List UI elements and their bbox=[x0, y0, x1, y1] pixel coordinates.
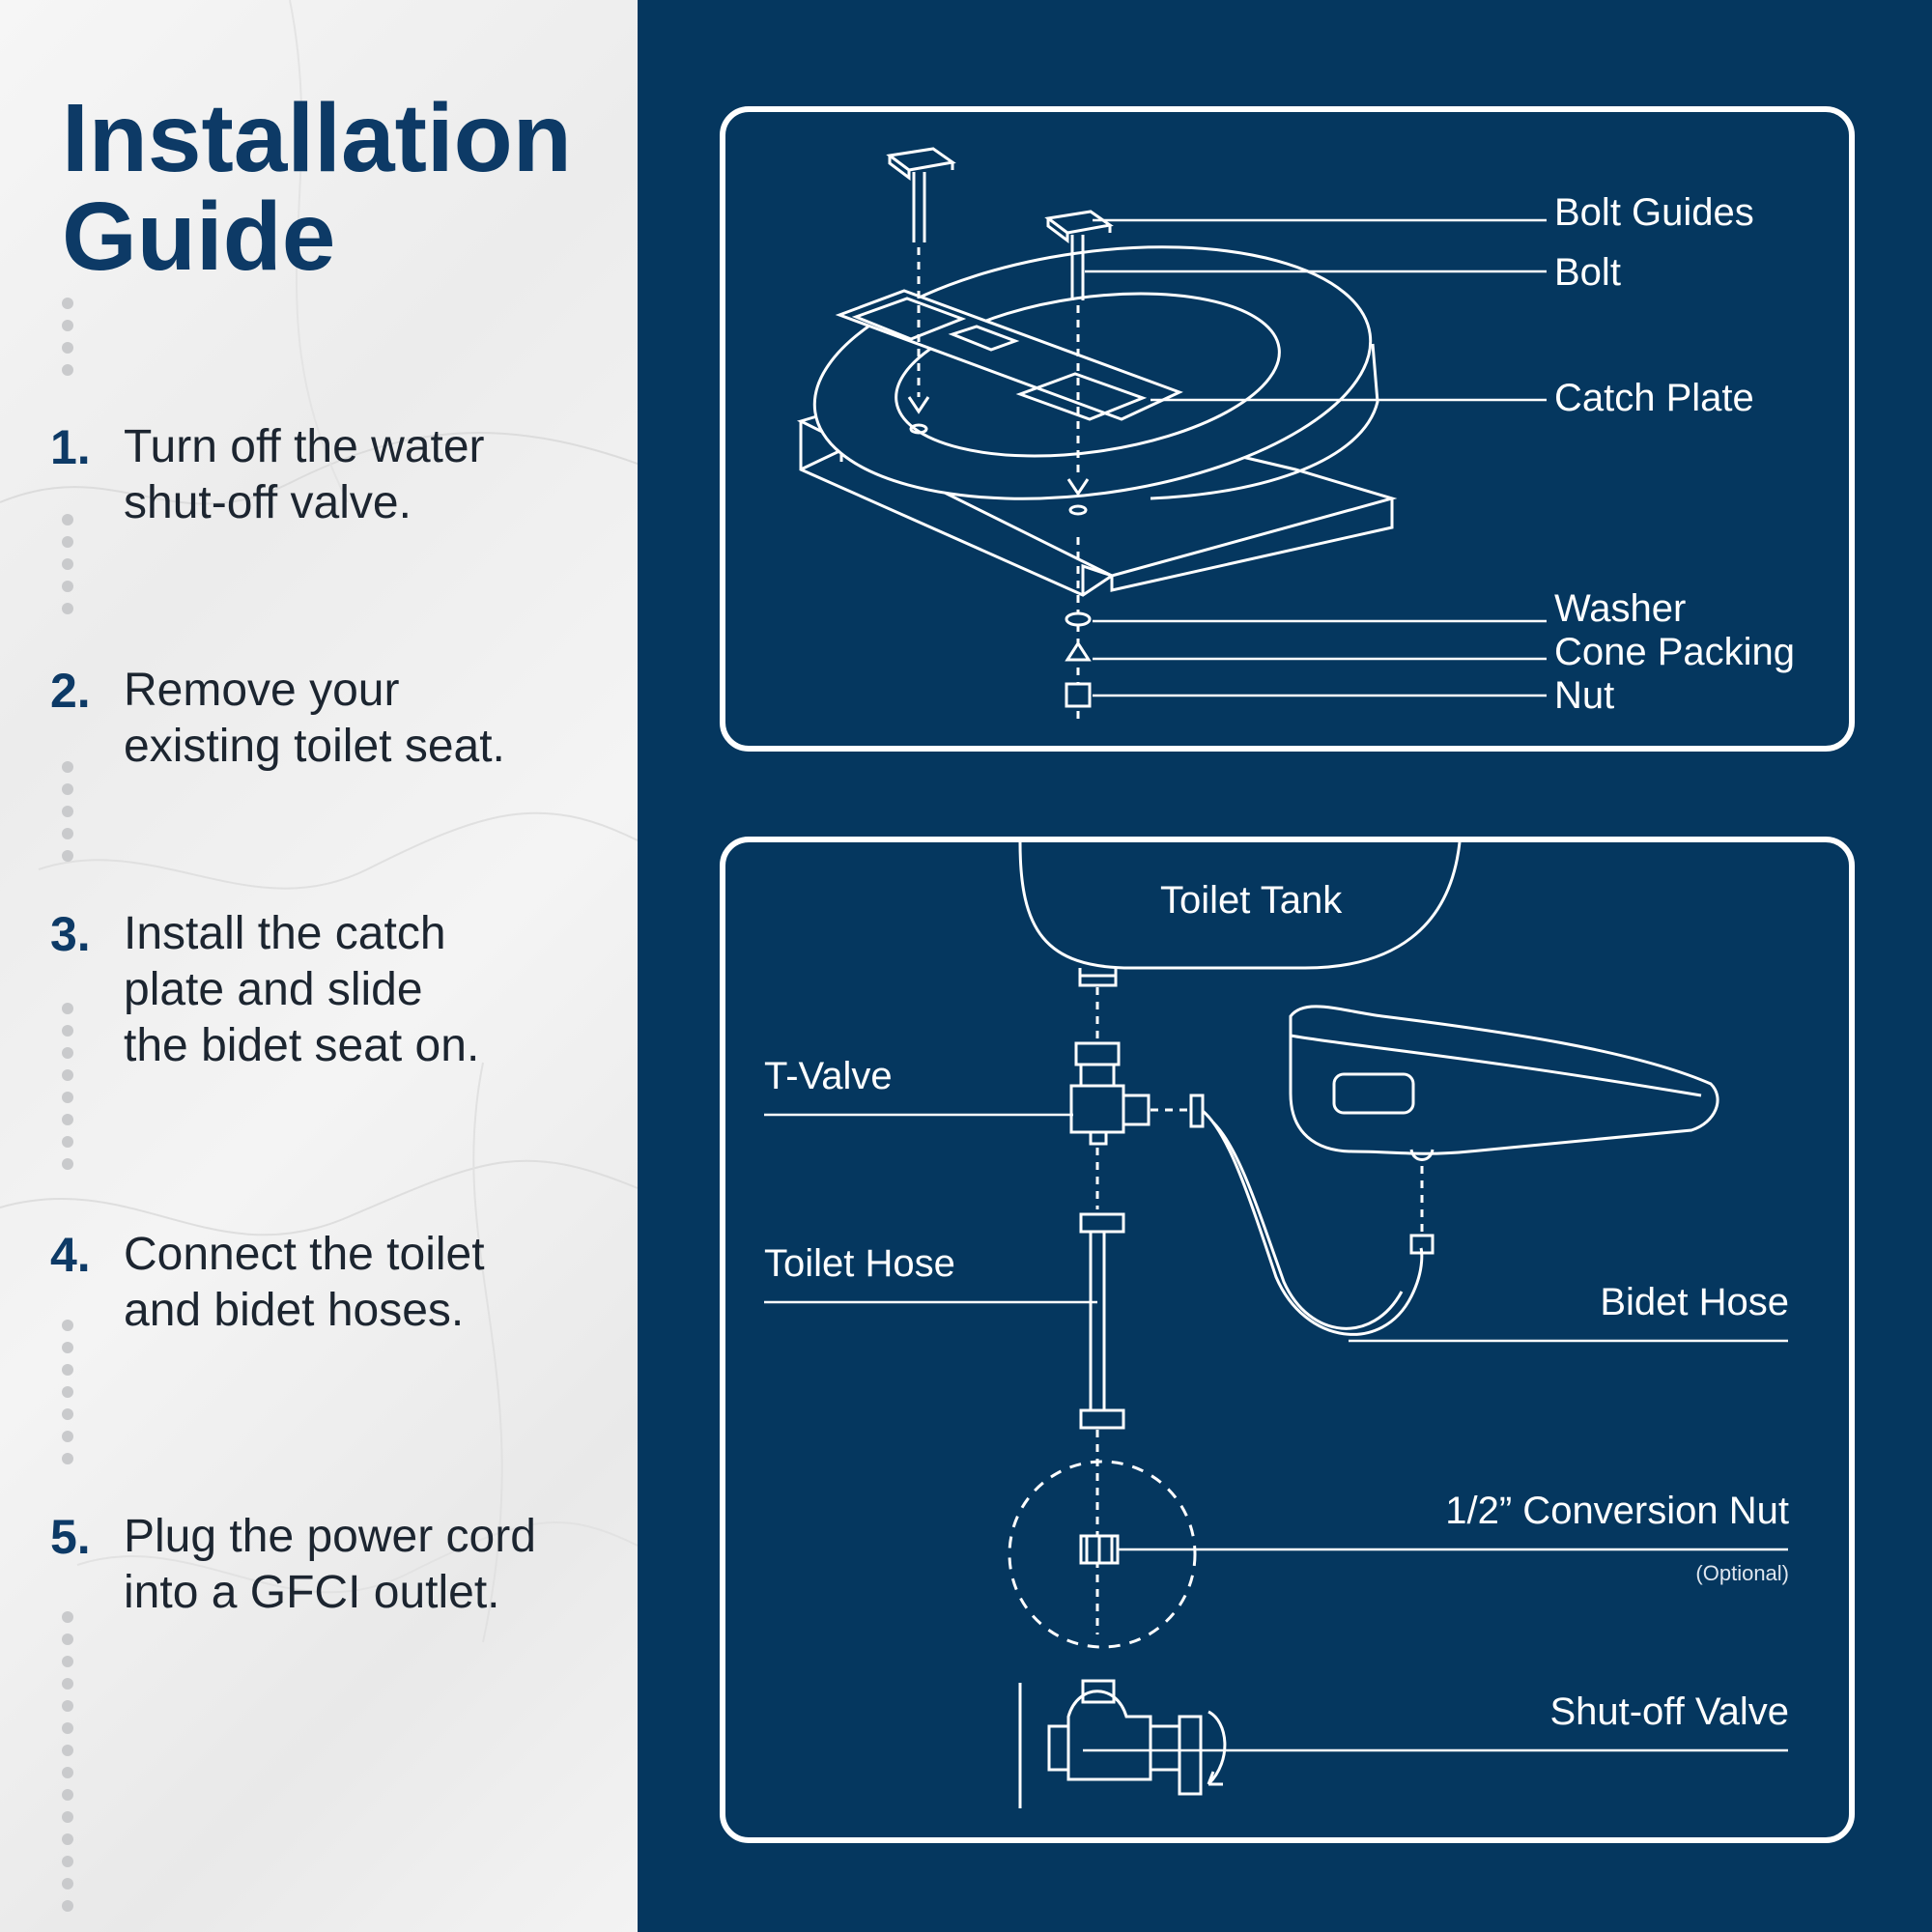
step-text: Plug the power cord into a GFCI outlet. bbox=[124, 1509, 607, 1621]
marble-texture bbox=[0, 0, 638, 1643]
plumbing-panel: Toilet Tank T-Valve Toilet Hose Bidet Ho… bbox=[720, 837, 1855, 1843]
label-cone-packing: Cone Packing bbox=[1554, 631, 1796, 673]
step-line: shut-off valve. bbox=[124, 477, 412, 528]
step-number: 5. bbox=[50, 1510, 91, 1564]
label-bolt-guides: Bolt Guides bbox=[1554, 191, 1754, 234]
label-catch-plate: Catch Plate bbox=[1554, 377, 1754, 419]
label-t-valve: T-Valve bbox=[764, 1055, 893, 1097]
step-text: Remove your existing toilet seat. bbox=[124, 663, 607, 775]
seat-ring-inner bbox=[895, 292, 1281, 458]
toilet-hose-icon bbox=[1079, 1212, 1125, 1234]
washer-icon bbox=[1065, 611, 1092, 627]
instructions-column: Installation Guide 1. Turn off the water… bbox=[0, 0, 638, 1932]
step-number: 2. bbox=[50, 664, 91, 718]
cone-packing-icon bbox=[1065, 640, 1092, 662]
label-toilet-hose: Toilet Hose bbox=[764, 1242, 955, 1285]
bolt-icon bbox=[912, 172, 926, 242]
seat-assembly-illustration bbox=[796, 147, 1547, 721]
step-line: the bidet seat on. bbox=[124, 1020, 480, 1071]
shutoff-valve-icon bbox=[1047, 1724, 1070, 1772]
seat-assembly-panel: Bolt Guides Bolt Catch Plate Washer Cone… bbox=[720, 106, 1855, 752]
bolt-icon bbox=[1070, 235, 1085, 300]
step-line: into a GFCI outlet. bbox=[124, 1567, 500, 1618]
label-shutoff-valve: Shut-off Valve bbox=[1549, 1690, 1789, 1733]
step-divider-dots bbox=[62, 1003, 75, 1180]
toilet-tank-icon bbox=[1018, 842, 1462, 970]
step-line: Turn off the water bbox=[124, 421, 485, 472]
step-line: and bidet hoses. bbox=[124, 1285, 465, 1336]
conversion-nut-callout bbox=[1008, 1460, 1197, 1649]
step-text: Install the catch plate and slide the bi… bbox=[124, 906, 607, 1074]
bolt-guide-icon bbox=[886, 147, 956, 172]
step-divider-dots bbox=[62, 761, 75, 872]
label-toilet-tank: Toilet Tank bbox=[1160, 879, 1343, 922]
step-number: 1. bbox=[50, 420, 91, 474]
step-divider-dots bbox=[62, 1611, 75, 1922]
label-conversion-nut: 1/2” Conversion Nut bbox=[1445, 1490, 1789, 1532]
title-line-1: Installation bbox=[62, 84, 572, 192]
label-washer: Washer bbox=[1554, 587, 1687, 630]
step-number: 3. bbox=[50, 907, 91, 961]
bidet-control-panel-icon bbox=[1332, 1072, 1415, 1115]
t-valve-icon bbox=[1074, 1041, 1121, 1066]
title-line-2: Guide bbox=[62, 183, 336, 291]
diagram-column: Bolt Guides Bolt Catch Plate Washer Cone… bbox=[638, 0, 1932, 1932]
label-nut: Nut bbox=[1554, 674, 1615, 717]
step-text: Turn off the water shut-off valve. bbox=[124, 419, 607, 531]
step-line: existing toilet seat. bbox=[124, 721, 505, 772]
bidet-seat-icon bbox=[1289, 1005, 1719, 1155]
step-line: Remove your bbox=[124, 665, 400, 716]
step-divider-dots bbox=[62, 1320, 75, 1475]
step-line: Plug the power cord bbox=[124, 1511, 536, 1562]
label-optional: (Optional) bbox=[1695, 1561, 1789, 1585]
step-text: Connect the toilet and bidet hoses. bbox=[124, 1227, 607, 1339]
label-bidet-hose: Bidet Hose bbox=[1600, 1281, 1789, 1323]
plumbing-illustration bbox=[764, 842, 1788, 1808]
step-number: 4. bbox=[50, 1228, 91, 1282]
nut-icon bbox=[1065, 682, 1092, 708]
page-title: Installation Guide bbox=[62, 89, 603, 286]
bidet-hose-icon bbox=[1202, 1109, 1424, 1336]
catch-plate-icon bbox=[835, 289, 1183, 421]
step-divider-dots bbox=[62, 514, 75, 625]
step-divider-dots bbox=[62, 298, 75, 386]
step-line: plate and slide bbox=[124, 964, 423, 1015]
label-bolt: Bolt bbox=[1554, 251, 1621, 294]
step-line: Connect the toilet bbox=[124, 1229, 485, 1280]
step-line: Install the catch bbox=[124, 908, 446, 959]
bolt-guide-icon bbox=[1044, 210, 1114, 235]
